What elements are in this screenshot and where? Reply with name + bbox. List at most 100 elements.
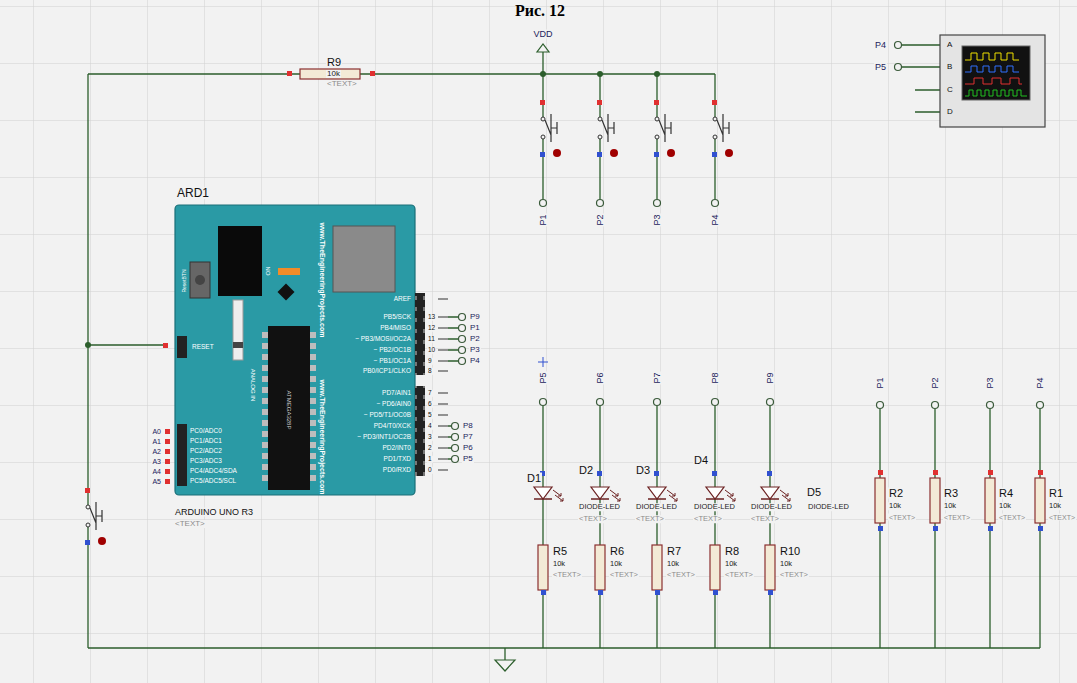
terminal-label: P1 (469, 324, 481, 332)
pin-number: 11 (427, 336, 436, 343)
terminal-label: P9 (766, 371, 775, 384)
pin-name: A3 (151, 458, 162, 465)
pin-label: www.TheEngineeringProjects.com (319, 223, 326, 338)
terminal-label: P5 (462, 455, 474, 463)
part-value: 10k (1048, 502, 1062, 510)
pin-label: ~ PB1/OC1A (374, 358, 411, 365)
part-name: R4 (998, 488, 1014, 499)
pin-name: A4 (151, 468, 162, 475)
arduino-board: ResetBTNONwww.TheEngineeringProjects.com… (175, 205, 415, 495)
pin-label: AREF (394, 296, 411, 303)
part-name: R7 (666, 546, 682, 557)
pin-number: 12 (427, 325, 436, 332)
pin-number: 4 (427, 423, 433, 430)
terminal-label: P4 (874, 41, 887, 50)
pin-label: www.TheEngineeringProjects.com (319, 223, 326, 338)
part-name: D4 (693, 455, 709, 466)
pin-label: ~ PD5/T1/OC0B (364, 412, 411, 419)
text-placeholder: <TEXT> (943, 514, 971, 521)
pin-name: A5 (151, 478, 162, 485)
text-placeholder: <TEXT> (693, 515, 723, 523)
text-placeholder: <TEXT> (578, 515, 608, 523)
pin-label: D (947, 108, 953, 116)
part-type: DIODE-LED (578, 503, 621, 511)
pin-label: PC5/ADC5/SCL (190, 478, 236, 485)
terminal-label: P5 (874, 63, 887, 72)
power-label: VDD (532, 30, 553, 39)
pin-label: PD1/TXD (384, 456, 411, 463)
text-placeholder: <TEXT> (998, 514, 1026, 521)
part-name: D4 (693, 455, 709, 466)
terminal-label: P6 (596, 371, 605, 384)
pin-label: A (947, 41, 952, 49)
pin-label: PD0/RXD (383, 467, 411, 474)
part-name: D5 (806, 487, 822, 498)
text-placeholder: <TEXT> (635, 515, 665, 523)
pin-number: 8 (427, 368, 433, 375)
pin-label: ANALOG IN (250, 369, 256, 402)
text-placeholder: <TEXT> (888, 514, 916, 521)
part-name: D2 (578, 465, 594, 476)
terminal-label: P3 (653, 213, 662, 226)
terminal-label: P2 (931, 376, 940, 389)
pin-label: ~ PD6/AIN0 (376, 401, 411, 408)
text-placeholder: <TEXT> (552, 571, 582, 579)
pin-number: 11 (427, 336, 436, 343)
power-label: VDD (532, 30, 553, 39)
part-value: 10k (609, 560, 623, 568)
pin-number: 13 (427, 314, 436, 321)
terminal-label: P7 (462, 433, 474, 441)
pin-number: 1 (427, 456, 433, 463)
pin-number: 8 (427, 368, 433, 375)
pin-name: A1 (151, 438, 162, 445)
pin-name: A2 (151, 448, 162, 455)
terminal-label: P4 (469, 357, 481, 365)
pin-label: ~ PB1/OC1A (374, 358, 411, 365)
part-name: R1 (1048, 488, 1064, 499)
text-placeholder: <TEXT> (174, 520, 206, 528)
pin-label: PD0/RXD (383, 467, 411, 474)
part-name: R1 (1048, 488, 1064, 499)
pin-label: PD7/AIN1 (382, 390, 411, 397)
part-value: 10k (779, 560, 793, 568)
part-value: 10k (943, 502, 957, 510)
pin-label: PC4/ADC4/SDA (190, 468, 237, 475)
part-value: 10k (888, 502, 902, 510)
part-value: 10k (724, 560, 738, 568)
part-name: R8 (724, 546, 740, 557)
text-placeholder: <TEXT> (998, 514, 1026, 521)
pin-label: C (947, 86, 953, 94)
terminal-label: P4 (711, 213, 720, 226)
pin-label: ANALOG IN (250, 369, 256, 402)
text-placeholder: <TEXT> (666, 571, 696, 579)
part-value: 10k (666, 560, 680, 568)
terminal-label: P1 (539, 213, 548, 226)
terminal-label: P2 (596, 213, 605, 226)
pin-label: www.TheEngineeringProjects.com (319, 380, 326, 495)
terminal-label: P1 (539, 213, 548, 226)
part-type: ARDUINO UNO R3 (174, 508, 254, 517)
pin-label: PC4/ADC4/SDA (190, 468, 237, 475)
part-value: 10k (779, 560, 793, 568)
part-type: DIODE-LED (635, 503, 678, 511)
text-placeholder: <TEXT> (326, 80, 358, 88)
figure-title: Рис. 12 (515, 2, 565, 20)
part-value: 10k (724, 560, 738, 568)
pin-label: PC1/ADC1 (190, 438, 222, 445)
pin-label: PB5/SCK (384, 314, 411, 321)
text-placeholder: <TEXT> (779, 571, 809, 579)
part-value: 10k (888, 502, 902, 510)
pin-label: PC1/ADC1 (190, 438, 222, 445)
part-value: 10k (1048, 502, 1062, 510)
pin-number: 4 (427, 423, 433, 430)
pin-number: 10 (427, 347, 436, 354)
pin-label: PC5/ADC5/SCL (190, 478, 236, 485)
pin-label: ResetBTN (182, 269, 187, 292)
terminal-label: P4 (711, 213, 720, 226)
part-value: 10k (943, 502, 957, 510)
pin-label: PD2/INT0 (382, 445, 411, 452)
pin-label: PC2/ADC2 (190, 448, 222, 455)
pin-label: ~ PD3/INT1/OC2B (357, 434, 411, 441)
pin-name: A4 (151, 468, 162, 475)
terminal-label: P5 (539, 371, 548, 384)
